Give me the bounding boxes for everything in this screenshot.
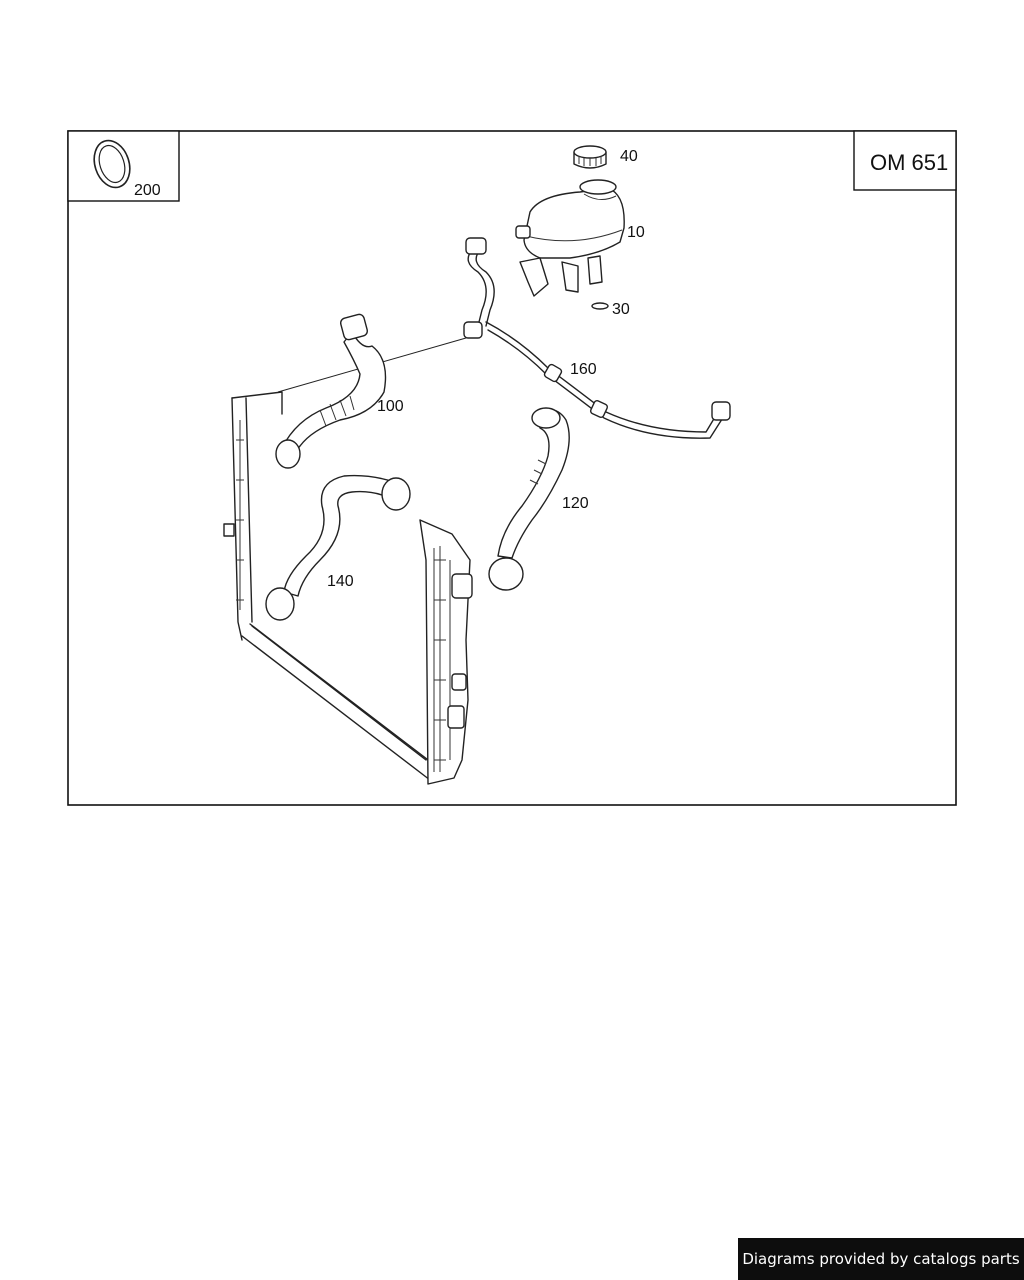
part-label-40[interactable]: 40 [620, 148, 638, 165]
part-label-120[interactable]: 120 [562, 495, 589, 512]
part-label-200[interactable]: 200 [134, 182, 161, 199]
part-label-140[interactable]: 140 [327, 573, 354, 590]
vent-line-icon [463, 237, 731, 439]
tank-cap-icon [573, 145, 607, 169]
seal-icon [591, 302, 609, 310]
expansion-tank-icon [515, 179, 625, 297]
radiator-icon [223, 391, 473, 785]
lower-coolant-hose-icon [265, 474, 411, 621]
footer-credit: Diagrams provided by catalogs parts [738, 1238, 1024, 1280]
engine-code-box: OM 651 [853, 130, 957, 191]
o-ring-icon [93, 139, 131, 189]
engine-code: OM 651 [870, 150, 948, 175]
o-ring-inset: 200 [67, 130, 180, 202]
part-label-30[interactable]: 30 [612, 301, 630, 318]
part-label-160[interactable]: 160 [570, 361, 597, 378]
upper-coolant-hose-icon [275, 313, 387, 469]
diagram-frame [67, 130, 957, 806]
coolant-hose-right-icon [488, 407, 570, 591]
part-label-100[interactable]: 100 [377, 398, 404, 415]
part-label-10[interactable]: 10 [627, 224, 645, 241]
